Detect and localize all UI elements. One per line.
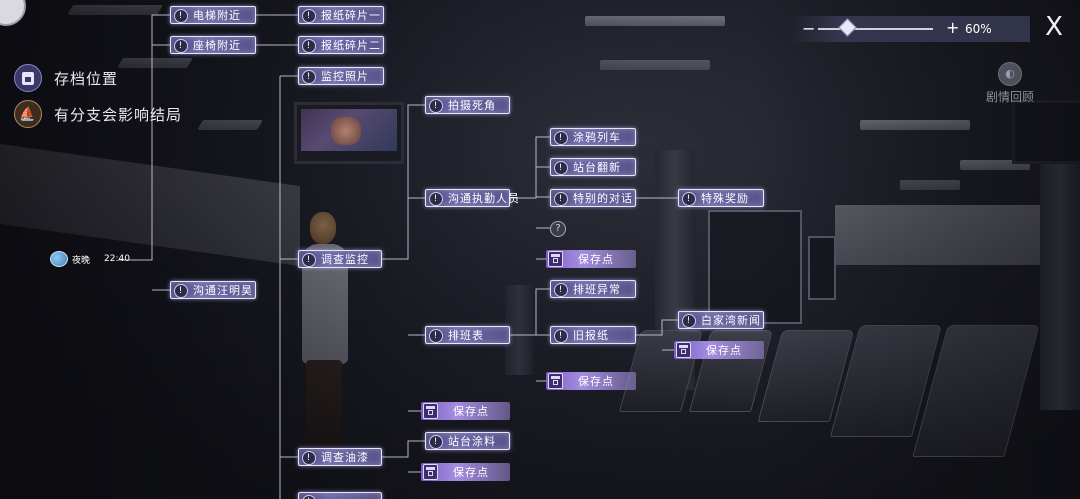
save-point-icon — [423, 464, 438, 480]
clue-icon: ! — [302, 70, 316, 84]
node-cctv-photo[interactable]: !监控照片 — [298, 67, 384, 85]
clue-icon: ! — [429, 99, 443, 113]
node-baijiawan-news[interactable]: !白家湾新闻 — [678, 311, 764, 329]
zoom-control: − + 60% — [790, 16, 1030, 42]
node-scrap-1[interactable]: !报纸碎片一 — [298, 6, 384, 24]
clue-icon: ! — [302, 9, 316, 23]
node-old-newspaper[interactable]: !旧报纸 — [550, 326, 636, 344]
zoom-slider-knob[interactable] — [837, 18, 857, 37]
clue-icon: ! — [429, 435, 443, 449]
save-point-icon — [548, 251, 563, 267]
node-special-reward[interactable]: !特殊奖励 — [678, 189, 764, 207]
node-investigate-cctv[interactable]: !调查监控 — [298, 250, 382, 268]
clue-icon: ! — [682, 314, 696, 328]
legend-save-label: 存档位置 — [54, 69, 119, 88]
start-node: 夜晚 22:40 — [50, 251, 130, 267]
node-station-paint[interactable]: !站台涂料 — [425, 432, 510, 450]
node-station-renovation[interactable]: !站台翻新 — [550, 158, 636, 176]
story-recap-button[interactable]: ◐ 剧情回顾 — [980, 62, 1040, 105]
save-point-icon — [676, 342, 691, 358]
node-schedule-abnormal[interactable]: !排班异常 — [550, 280, 636, 298]
start-time: 22:40 — [104, 254, 130, 264]
cctv-thumbnail — [294, 102, 404, 164]
save-point-icon — [423, 403, 438, 419]
clue-icon: ! — [302, 253, 316, 267]
node-save-d[interactable]: 保存点 — [421, 402, 510, 420]
node-save-b[interactable]: 保存点 — [674, 341, 764, 359]
clue-icon: ! — [682, 192, 696, 206]
node-seat[interactable]: !座椅附近 — [170, 36, 256, 54]
branch-icon: ⛵ — [14, 100, 42, 128]
clue-icon: ! — [174, 284, 188, 298]
node-graffiti-train[interactable]: !涂鸦列车 — [550, 128, 636, 146]
node-special-talk[interactable]: !特别的对话 — [550, 189, 636, 207]
zoom-out-button[interactable]: − — [802, 19, 816, 38]
clue-icon: ! — [174, 39, 188, 53]
node-scrap-2[interactable]: !报纸碎片二 — [298, 36, 384, 54]
node-schedule[interactable]: !排班表 — [425, 326, 510, 344]
night-moon-icon — [50, 251, 68, 267]
node-talk-duty[interactable]: !沟通执勤人员 — [425, 189, 519, 207]
node-next-hidden[interactable]: ! — [298, 492, 382, 499]
clue-icon: ! — [429, 329, 443, 343]
clue-icon: ! — [554, 283, 568, 297]
legend-save: 存档位置 — [14, 64, 118, 92]
clue-icon: ! — [302, 451, 316, 465]
clue-icon: ! — [302, 39, 316, 53]
node-save-e[interactable]: 保存点 — [421, 463, 510, 481]
node-investigate-paint[interactable]: !调查油漆 — [298, 448, 382, 466]
clue-icon: ! — [174, 9, 188, 23]
start-label: 夜晚 — [72, 255, 91, 266]
clue-icon: ! — [554, 131, 568, 145]
clue-icon: ! — [302, 495, 316, 499]
node-save-a[interactable]: 保存点 — [546, 250, 636, 268]
close-button[interactable]: X — [1045, 12, 1063, 42]
node-blind-spot[interactable]: !拍摄死角 — [425, 96, 510, 114]
clue-icon: ! — [554, 192, 568, 206]
legend-branch: ⛵ 有分支会影响结局 — [14, 100, 182, 128]
zoom-in-button[interactable]: + — [946, 18, 960, 37]
clue-icon: ! — [429, 192, 443, 206]
node-save-c[interactable]: 保存点 — [546, 372, 636, 390]
node-talk-wang[interactable]: !沟通汪明昊 — [170, 281, 256, 299]
clue-icon: ! — [554, 329, 568, 343]
zoom-percent: 60% — [965, 22, 992, 36]
zoom-slider-track[interactable] — [818, 28, 933, 30]
save-point-icon — [548, 373, 563, 389]
node-elevator[interactable]: !电梯附近 — [170, 6, 256, 24]
recap-label: 剧情回顾 — [985, 90, 1034, 104]
save-point-icon — [14, 64, 42, 92]
recap-icon: ◐ — [998, 62, 1022, 86]
legend-branch-label: 有分支会影响结局 — [54, 105, 183, 124]
clue-icon: ! — [554, 161, 568, 175]
unknown-node-icon[interactable]: ? — [550, 221, 566, 237]
